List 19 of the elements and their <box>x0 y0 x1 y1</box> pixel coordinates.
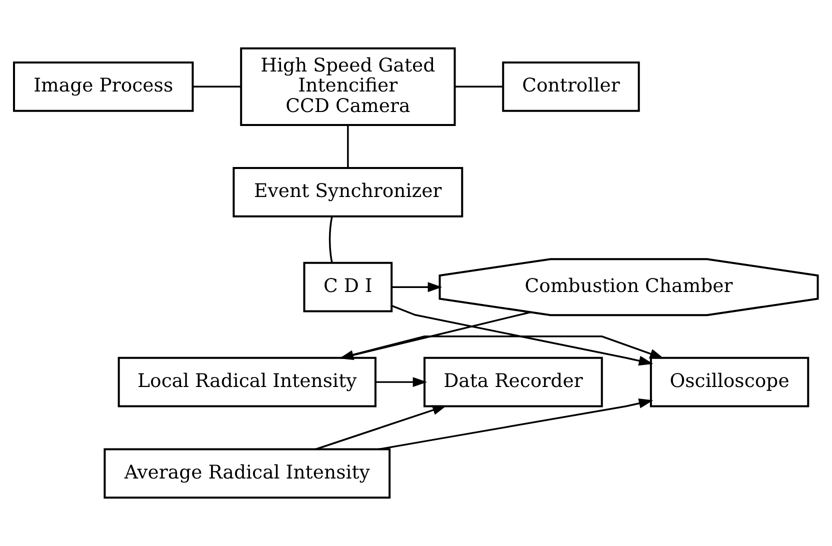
arrow <box>392 282 442 292</box>
node-box: Controller <box>502 61 640 112</box>
node-box: Event Synchronizer <box>232 166 464 218</box>
connector <box>455 86 503 88</box>
arrow <box>378 398 654 450</box>
arrow <box>376 377 428 388</box>
node-box: Image Process <box>13 61 194 112</box>
node-box: C D I <box>303 262 393 312</box>
node-box: High Speed Gated Intencifier CCD Camera <box>240 47 456 126</box>
node-box: Data Recorder <box>424 356 603 408</box>
connector <box>347 125 349 168</box>
node-box: Average Radical Intensity <box>104 448 391 499</box>
arrow <box>341 336 664 359</box>
node-box: Local Radical Intensity <box>118 356 376 408</box>
connector <box>193 86 242 88</box>
arrow <box>391 304 654 366</box>
node-box: Oscilloscope <box>650 356 810 408</box>
connector <box>328 216 333 263</box>
arrow <box>315 405 447 450</box>
